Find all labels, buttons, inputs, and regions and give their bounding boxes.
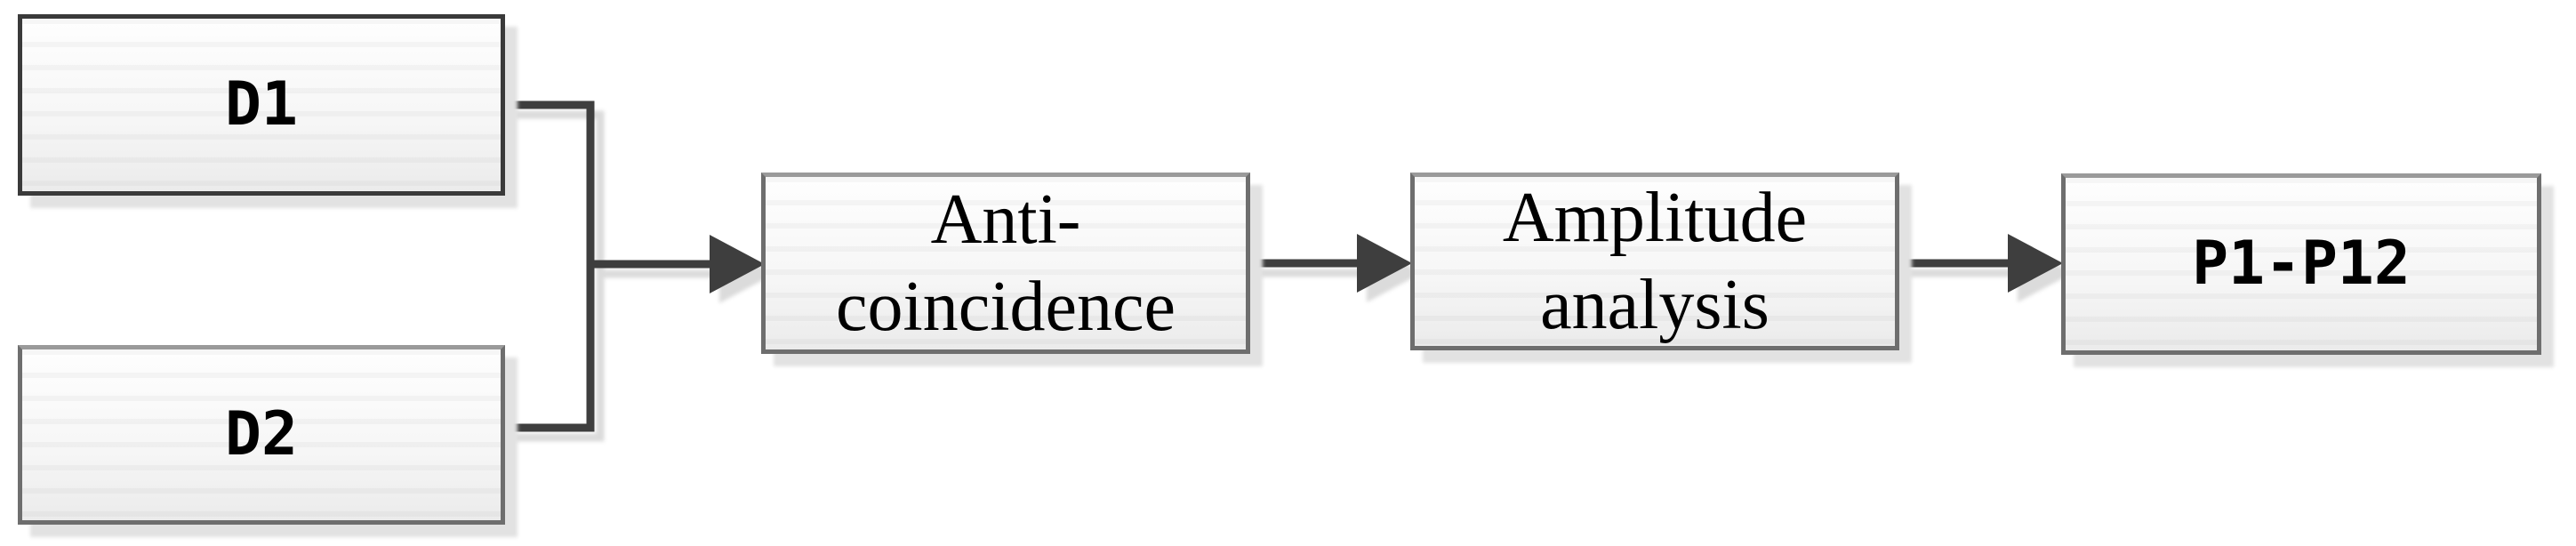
node-d1: D1: [18, 14, 505, 196]
arrowhead-icon: [2008, 234, 2063, 293]
node-d2-label: D2: [225, 399, 298, 470]
node-d1-label: D1: [225, 69, 298, 140]
arrowhead-icon: [710, 235, 765, 293]
arrowhead-icon: [1357, 234, 1412, 293]
node-amplitude-analysis-label-line-1: Amplitude: [1502, 179, 1808, 257]
node-amplitude-analysis-label-line-2: analysis: [1540, 266, 1769, 344]
node-d2: D2: [18, 345, 505, 525]
node-amplitude-analysis: Amplitude analysis: [1410, 173, 1899, 350]
connector-d1-d2-merge-junction: [503, 100, 595, 432]
node-anti-coincidence-label-line-1: Anti-: [930, 181, 1081, 259]
node-p1-p12-label: P1-P12: [2192, 229, 2411, 299]
node-p1-p12: P1-P12: [2061, 173, 2541, 355]
node-anti-coincidence-label-line-2: coincidence: [836, 268, 1176, 346]
node-anti-coincidence: Anti- coincidence: [761, 173, 1250, 354]
